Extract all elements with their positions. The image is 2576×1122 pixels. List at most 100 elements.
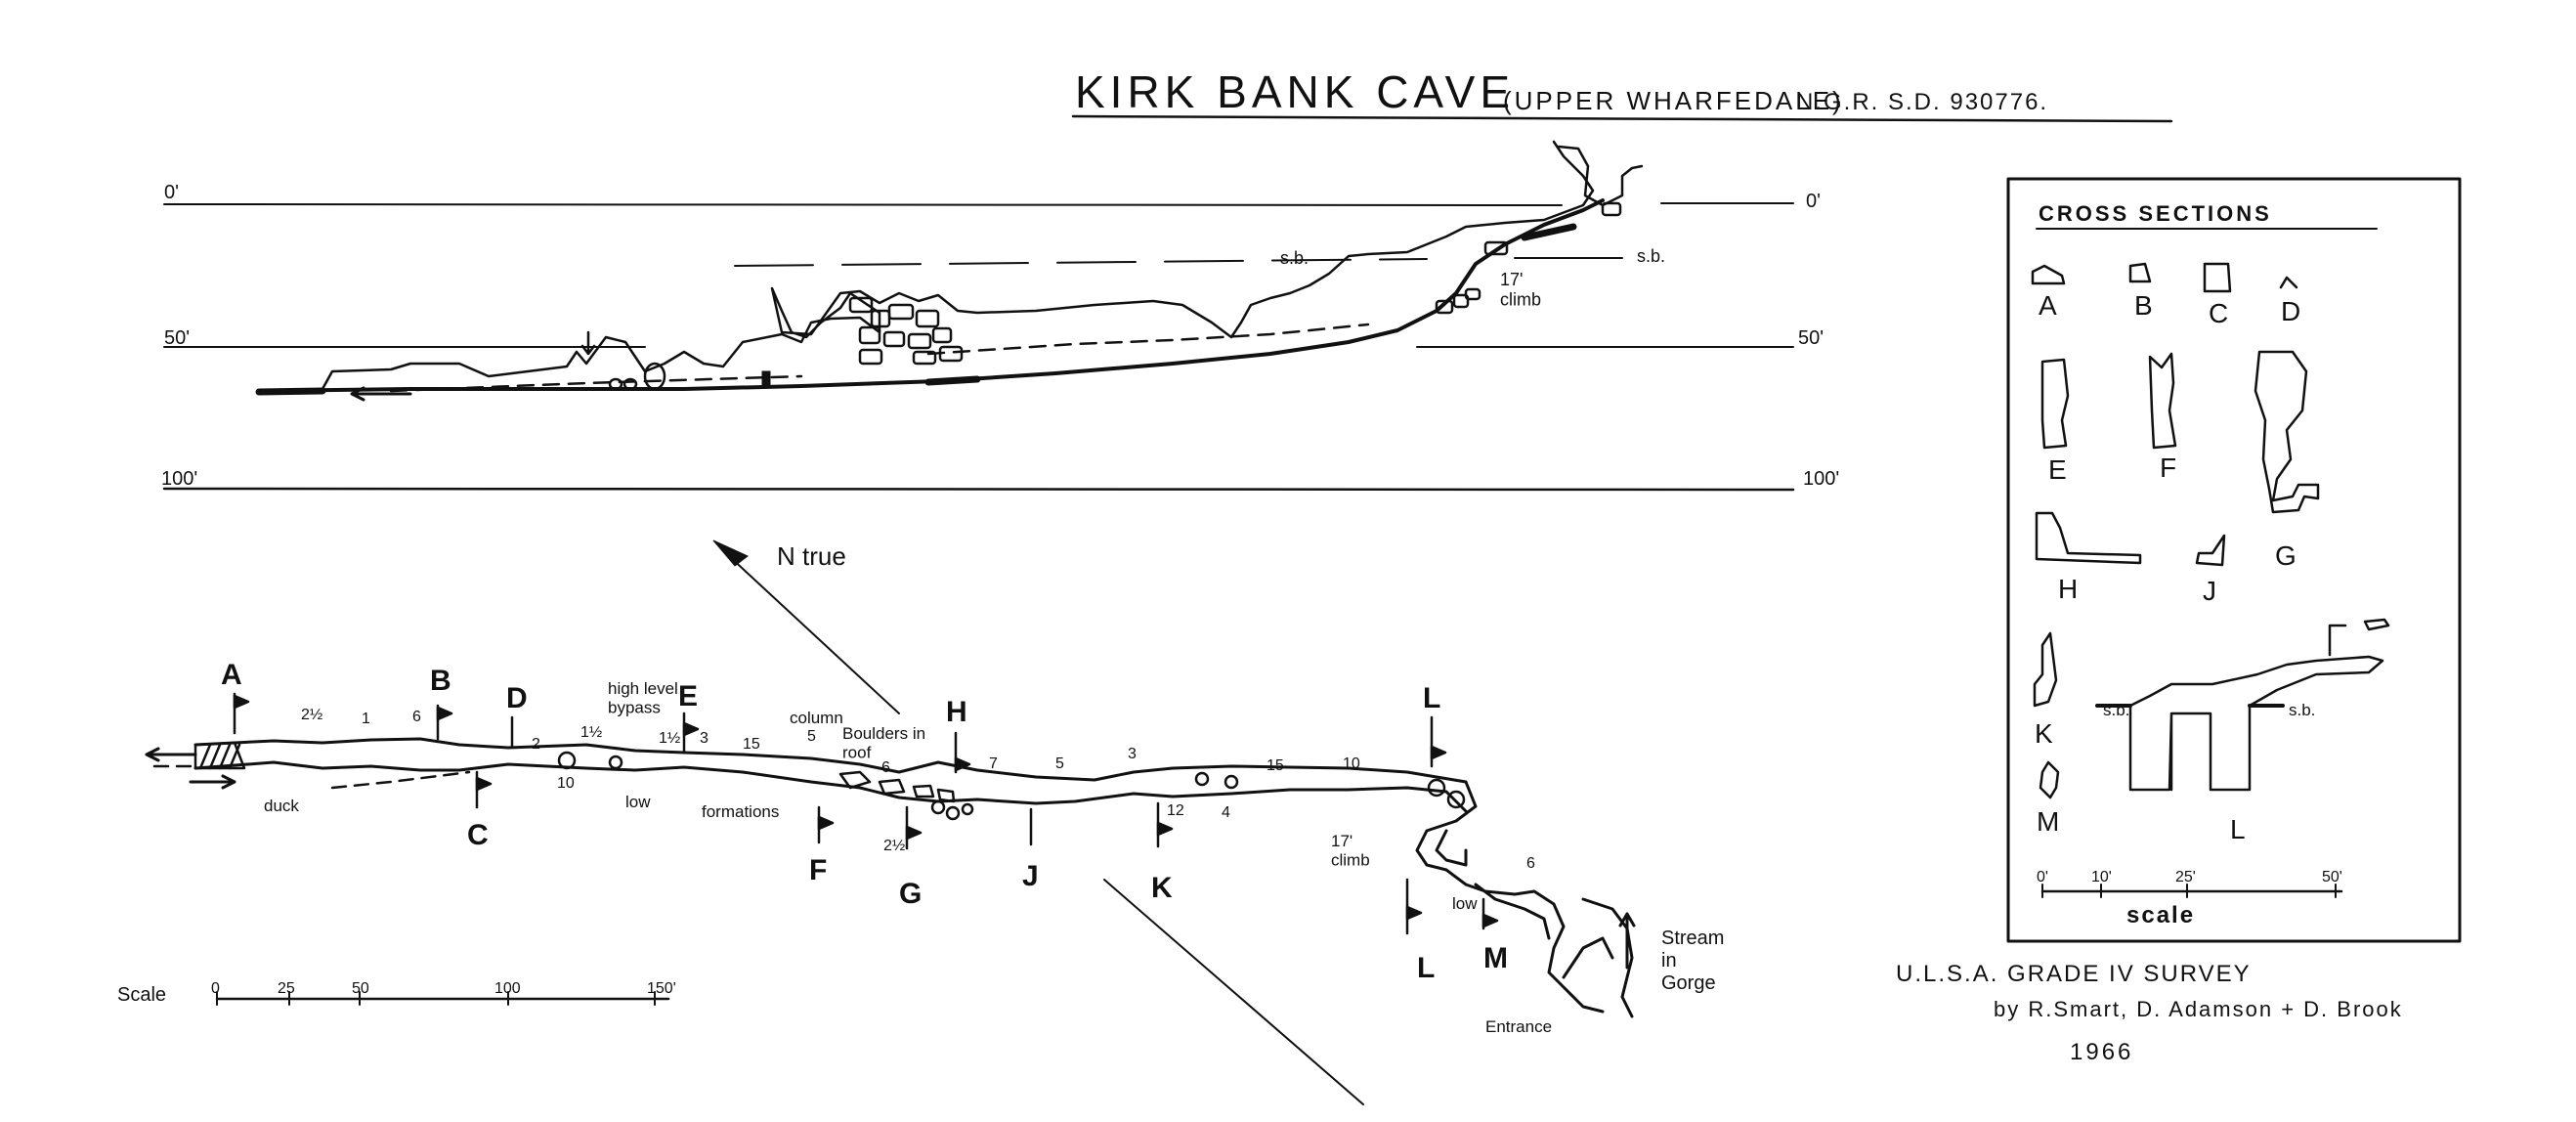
plan-section-letter-m: M	[1483, 942, 1508, 974]
plan-entrance-gorge	[1562, 897, 1634, 1018]
cross-section-letter-k: K	[2035, 718, 2053, 749]
cross-section-f-shape	[2148, 352, 2177, 450]
elevation-roof	[321, 140, 1595, 391]
plan-height: 2	[532, 736, 540, 753]
cross-sections-frame	[2006, 177, 2462, 943]
plan-scale-bar: Scale 0 25 50 100 150'	[117, 980, 676, 1006]
plan-section-letter-a: A	[221, 659, 242, 691]
plan-section-letter-l-top: L	[1423, 682, 1440, 714]
elevation-climb-label: 17'climb	[1500, 270, 1541, 310]
plan-height: 3	[1128, 746, 1137, 762]
north-arrow: N true	[712, 539, 1364, 1105]
cross-section-scale-tick: 50'	[2322, 869, 2342, 885]
elevation-floor-thick	[255, 223, 1577, 396]
plan-section-letter-g: G	[899, 878, 922, 910]
credits-year: 1966	[2070, 1039, 2133, 1065]
plan-section-letter-b: B	[430, 665, 451, 697]
plan-sump-hatching	[193, 741, 246, 770]
cross-section-letter-f: F	[2160, 453, 2176, 483]
elevation-section: 0' 0' 50' 50' 100' 100' s.b. s.b. 17'cli…	[161, 140, 1839, 492]
elevation-floor	[257, 198, 1605, 393]
depth-line-sb	[734, 258, 1428, 267]
cross-section-scale-label: scale	[2126, 902, 2195, 928]
cross-section-sb-label-left: s.b.	[2103, 701, 2129, 719]
plan-height: 6	[412, 709, 421, 725]
plan-scale-tick: 0	[211, 980, 220, 997]
cross-section-j-shape	[2195, 534, 2226, 567]
plan-annotation-climb: 17'climb	[1331, 832, 1370, 870]
elevation-boulders	[848, 201, 1622, 366]
elevation-formations	[580, 330, 771, 391]
plan-height: 15	[1267, 757, 1284, 774]
depth-label-0-right: 0'	[1806, 191, 1821, 212]
plan-scale-tick: 150'	[647, 980, 676, 997]
plan-height: 15	[743, 736, 760, 753]
cross-section-letter-g: G	[2275, 540, 2297, 571]
plan-scale-tick: 25	[278, 980, 295, 997]
plan-boulder-fill	[838, 770, 956, 803]
plan-scale-tick: 100	[494, 980, 521, 997]
plan-section-letter-j: J	[1022, 860, 1039, 892]
plan-passage-upper-wall	[193, 737, 1468, 784]
plan-height: 1½	[659, 730, 680, 747]
cross-section-letter-j: J	[2203, 576, 2216, 606]
plan-section-letter-d: D	[506, 682, 528, 714]
cross-section-l-shape	[2128, 655, 2384, 792]
title-grid-ref: N.G.R. S.D. 930776.	[1796, 89, 2048, 115]
plan-dashed-link	[145, 764, 471, 790]
plan-section: A B C D E F G H J K L L M 2½ 1 6 2 10 1½…	[117, 659, 1724, 1036]
cross-section-letter-d: D	[2281, 296, 2300, 326]
plan-section-markers	[233, 692, 1499, 935]
plan-height: 12	[1167, 802, 1184, 819]
plan-height: 6	[1526, 855, 1535, 872]
credits-line-2: by R.Smart, D. Adamson + D. Brook	[1994, 997, 2403, 1021]
cross-section-letter-a: A	[2039, 290, 2057, 321]
cross-section-sb-label-right: s.b.	[2289, 701, 2315, 719]
cross-section-letter-c: C	[2209, 298, 2228, 328]
plan-annotation-entrance: Entrance	[1485, 1017, 1552, 1036]
north-label: N true	[777, 541, 846, 571]
depth-line-100	[162, 487, 1795, 492]
depth-label-0-left: 0'	[164, 182, 179, 203]
plan-section-letter-c: C	[467, 819, 489, 851]
elevation-sb-label-1: s.b.	[1280, 248, 1309, 268]
cross-section-scale-tick: 0'	[2037, 869, 2048, 885]
cross-sections-heading: CROSS SECTIONS	[2039, 201, 2272, 226]
plan-section-letter-h: H	[946, 696, 967, 728]
cross-section-a-shape	[2031, 264, 2066, 285]
title-block: KIRK BANK CAVE (UPPER WHARFEDALE) N.G.R.…	[1071, 66, 2173, 123]
cross-section-c-shape	[2203, 262, 2232, 293]
plan-height: 6	[881, 759, 890, 776]
plan-section-letter-e: E	[678, 680, 698, 712]
cross-section-scale-tick: 10'	[2091, 869, 2112, 885]
plan-section-letter-f: F	[809, 854, 827, 886]
plan-scale-label: Scale	[117, 984, 166, 1006]
title-underline	[1071, 114, 2173, 123]
cross-section-letter-l: L	[2230, 814, 2246, 844]
cross-section-d-shape	[2279, 276, 2298, 289]
plan-height: 2½	[301, 707, 322, 723]
cross-section-letter-h: H	[2058, 574, 2078, 604]
plan-height: 10	[1343, 755, 1360, 772]
cross-section-k-shape	[2033, 631, 2058, 708]
plan-height: 1	[362, 711, 370, 727]
cross-section-h-shape	[2035, 511, 2142, 565]
plan-annotation-column: column	[790, 709, 843, 727]
plan-height: 1½	[580, 724, 602, 741]
title-main: KIRK BANK CAVE	[1075, 66, 1515, 117]
plan-passage-heights: 2½ 1 6 2 10 1½ 1½ 3 15 5 6 2½ 7 5 3 12 4…	[301, 707, 1535, 872]
cross-section-m-shape	[2039, 760, 2060, 799]
depth-label-50-left: 50'	[164, 327, 190, 349]
plan-outflow-arrow	[145, 747, 197, 762]
cross-section-letter-m: M	[2037, 806, 2059, 837]
plan-section-letter-l-bottom: L	[1417, 952, 1435, 984]
cross-section-scale-bar: 0' 10' 25' 50' scale	[2037, 869, 2343, 928]
depth-label-100-right: 100'	[1803, 468, 1839, 490]
plan-scale-tick: 50	[352, 980, 369, 997]
plan-annotation-formations: formations	[702, 802, 779, 821]
depth-label-50-right: 50'	[1798, 327, 1824, 349]
plan-boulders-circles	[557, 751, 1466, 821]
plan-entrance-meander	[1415, 780, 1605, 1014]
